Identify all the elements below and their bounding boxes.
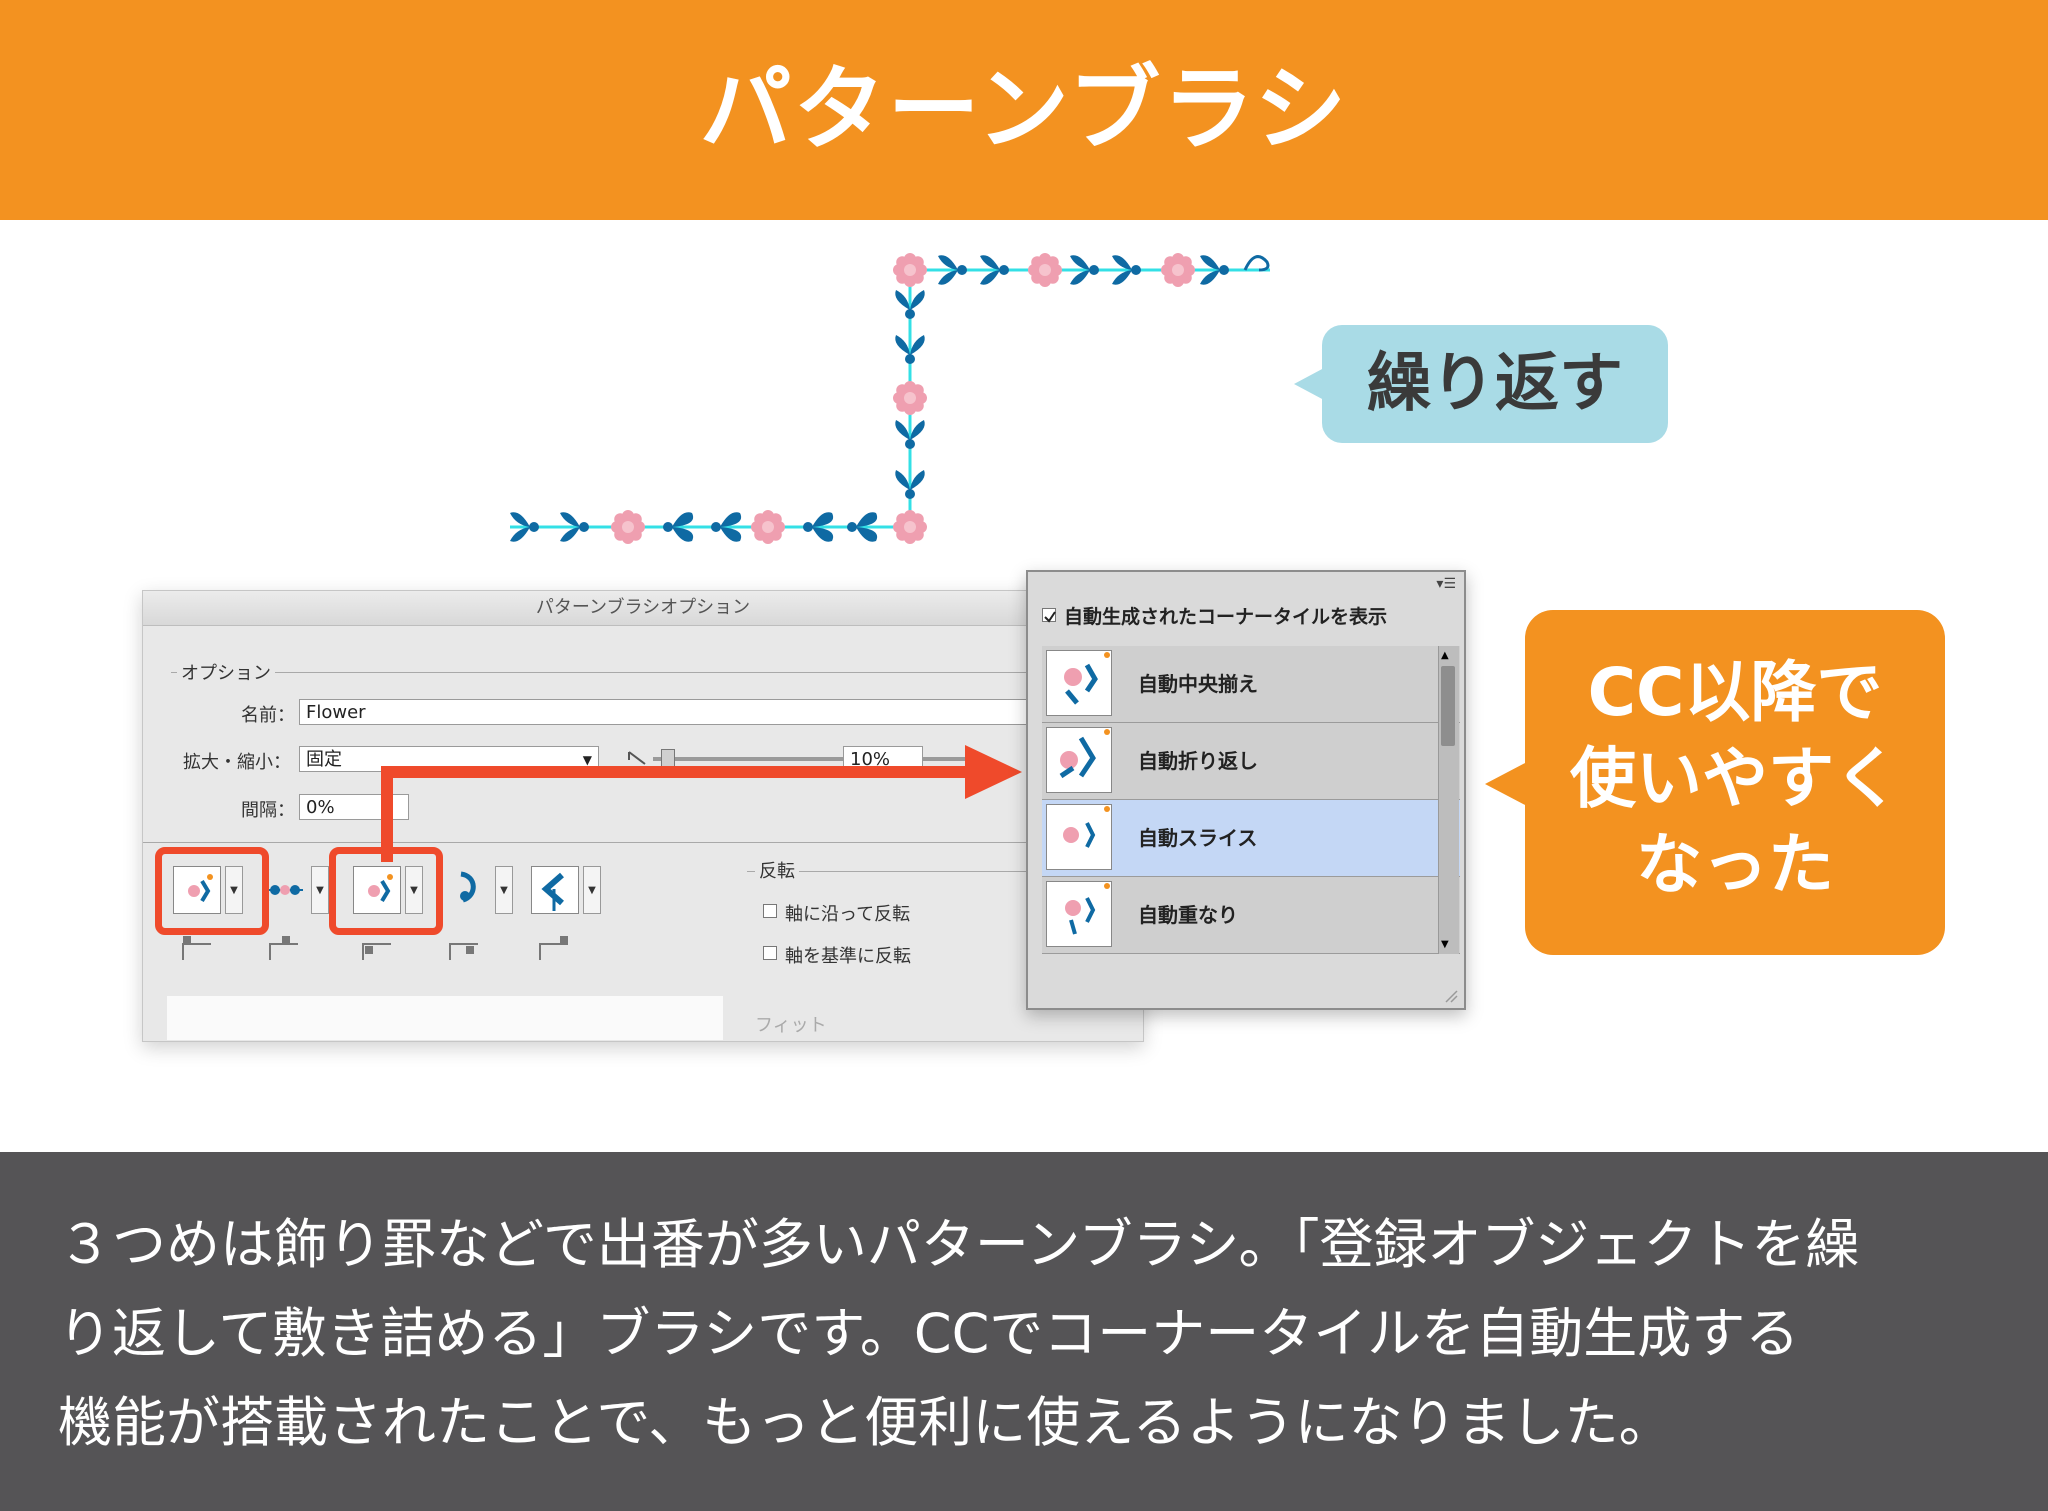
start-tile-corner-icon bbox=[448, 934, 480, 962]
footer-line: り返して敷き詰める」ブラシです。CCでコーナータイルを自動生成する bbox=[58, 1302, 1800, 1365]
option-thumbnail bbox=[1046, 727, 1112, 793]
corner-option[interactable]: 自動折り返し bbox=[1042, 723, 1460, 800]
flower-thumbnail-icon bbox=[1063, 806, 1110, 848]
popup-scrollbar[interactable]: ▲ ▼ bbox=[1438, 646, 1459, 954]
tile-inner-corner[interactable] bbox=[353, 866, 401, 914]
inner-corner-tile-icon bbox=[368, 874, 393, 903]
dialog-title: パターンブラシオプション bbox=[143, 591, 1143, 626]
flower-tile-icon bbox=[188, 874, 213, 903]
connector-arrow bbox=[381, 745, 1022, 862]
repeat-callout-tail bbox=[1294, 368, 1324, 400]
corner-tile-popup: ▾☰ 自動生成されたコーナータイルを表示 自動中央揃え 自動折り返し 自動スライ… bbox=[1026, 570, 1466, 1010]
pressure-icon bbox=[627, 748, 647, 768]
corner-option-label: 自動中央揃え bbox=[1138, 672, 1258, 696]
flower-thumbnail-icon bbox=[1064, 652, 1110, 705]
panel-menu-icon[interactable]: ▾☰ bbox=[1436, 576, 1456, 592]
outer-corner-icon bbox=[181, 934, 213, 962]
spacing-label: 間隔： bbox=[241, 800, 295, 821]
inner-corner-icon bbox=[361, 934, 393, 962]
footer-line: ３つめは飾り罫などで出番が多いパターンブラシ。「登録オブジェクトを繰 bbox=[58, 1213, 1860, 1276]
start-tile-icon bbox=[460, 871, 476, 903]
side-tile-icon bbox=[268, 934, 300, 962]
checkmark-icon bbox=[1044, 611, 1056, 623]
repeat-callout: 繰り返す bbox=[1322, 325, 1668, 443]
pattern-brush-path bbox=[510, 253, 1270, 544]
flower-thumbnail-icon bbox=[1059, 729, 1110, 779]
resize-grip-icon[interactable] bbox=[1444, 988, 1458, 1003]
improved-callout-line: CC以降で bbox=[1587, 654, 1883, 731]
tile-end-dropdown[interactable]: ▼ bbox=[583, 866, 601, 914]
scrollbar-thumb[interactable] bbox=[1441, 666, 1455, 746]
footer-description: ３つめは飾り罫などで出番が多いパターンブラシ。「登録オブジェクトを繰 り返して敷… bbox=[58, 1200, 1998, 1467]
flip-across-label: 軸を基準に反転 bbox=[785, 946, 911, 967]
name-field[interactable]: Flower bbox=[299, 699, 1149, 725]
preview-area bbox=[167, 996, 723, 1040]
dialog-divider bbox=[143, 842, 1143, 843]
option-thumbnail bbox=[1046, 881, 1112, 947]
tile-start[interactable] bbox=[443, 866, 491, 914]
flip-group-label: 反転 bbox=[755, 857, 799, 883]
show-auto-checkbox[interactable] bbox=[1042, 608, 1056, 623]
show-auto-label: 自動生成されたコーナータイルを表示 bbox=[1064, 606, 1388, 628]
tile-end[interactable] bbox=[531, 866, 579, 914]
tile-side[interactable] bbox=[173, 866, 221, 914]
options-group-label: オプション bbox=[177, 659, 275, 685]
scroll-down-icon[interactable]: ▼ bbox=[1441, 939, 1449, 950]
highlight-side-tile bbox=[155, 847, 269, 935]
flip-group-border bbox=[747, 871, 1147, 872]
fit-group-label: フィット bbox=[755, 1015, 827, 1036]
improved-callout-tail bbox=[1485, 762, 1527, 806]
pattern-brush-options-dialog: パターンブラシオプション オプション 名前： Flower 拡大・縮小： 固定 … bbox=[142, 590, 1171, 1042]
flip-across-checkbox[interactable] bbox=[763, 946, 777, 960]
tile-start-dropdown[interactable]: ▼ bbox=[495, 866, 513, 914]
footer-line: 機能が搭載されたことで、もっと便利に使えるようになりました。 bbox=[58, 1391, 1673, 1454]
corner-option-label: 自動重なり bbox=[1138, 903, 1238, 927]
flip-along-label: 軸に沿って反転 bbox=[785, 904, 911, 925]
scroll-up-icon[interactable]: ▲ bbox=[1441, 650, 1449, 661]
tile-side-dropdown[interactable]: ▼ bbox=[225, 866, 243, 914]
flip-along-checkbox[interactable] bbox=[763, 904, 777, 918]
flower-thumbnail-icon bbox=[1065, 883, 1110, 935]
tile-inner-corner-dropdown[interactable]: ▼ bbox=[405, 866, 423, 914]
scale-select-value: 固定 bbox=[306, 749, 342, 770]
improved-callout-line: 使いやすく bbox=[1570, 740, 1900, 817]
option-thumbnail bbox=[1046, 650, 1112, 716]
improved-callout: CC以降で 使いやすく なった bbox=[1525, 610, 1945, 955]
scale-label: 拡大・縮小： bbox=[183, 752, 291, 773]
header-banner bbox=[0, 0, 2048, 220]
improved-callout-line: なった bbox=[1636, 826, 1834, 903]
outer-corner-tile-icon bbox=[265, 885, 303, 895]
page-title: パターンブラシ bbox=[699, 56, 1349, 163]
option-thumbnail bbox=[1046, 804, 1112, 870]
name-label: 名前： bbox=[241, 705, 295, 726]
corner-option[interactable]: 自動重なり bbox=[1042, 877, 1460, 954]
corner-option-selected[interactable]: 自動スライス bbox=[1042, 800, 1460, 877]
chevron-down-icon: ▼ bbox=[582, 753, 592, 767]
tile-outer-corner-dropdown[interactable]: ▼ bbox=[311, 866, 329, 914]
corner-option[interactable]: 自動中央揃え bbox=[1042, 646, 1460, 723]
end-tile-corner-icon bbox=[538, 934, 570, 962]
tile-outer-corner[interactable] bbox=[261, 866, 309, 914]
corner-option-label: 自動折り返し bbox=[1138, 749, 1258, 773]
options-group-border bbox=[171, 672, 1171, 673]
corner-option-label: 自動スライス bbox=[1138, 826, 1258, 850]
end-tile-icon bbox=[541, 872, 564, 911]
footer-panel bbox=[0, 1152, 2048, 1511]
corner-option-list: 自動中央揃え 自動折り返し 自動スライス 自動重なり bbox=[1028, 646, 1468, 956]
scale-slider-track[interactable] bbox=[653, 757, 973, 761]
